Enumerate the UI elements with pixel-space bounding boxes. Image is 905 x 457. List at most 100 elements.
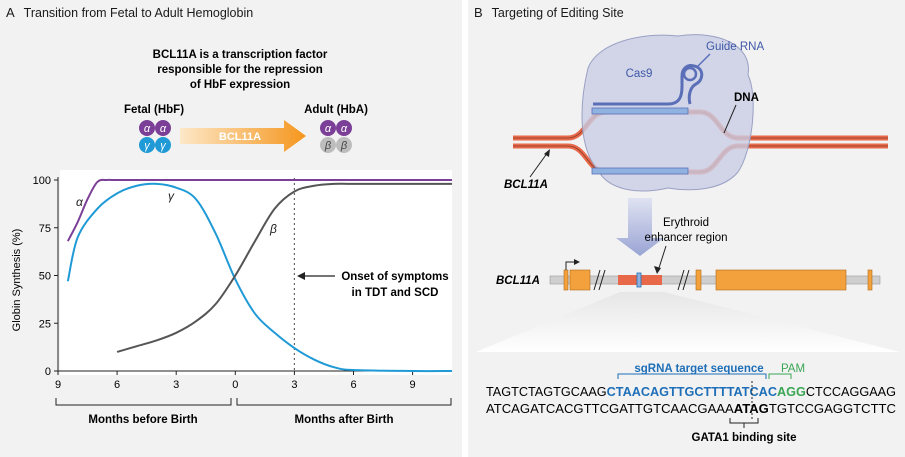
panel-b: B Targeting of Editing Site <box>468 0 905 457</box>
x-tick-label: 0 <box>232 379 238 391</box>
bcl11a-leader-line <box>529 151 549 178</box>
sequence-top-pre: TAGTCTAGTGCAAG <box>486 385 607 399</box>
gene-exon <box>867 269 873 291</box>
x-tick-label: 3 <box>291 379 297 391</box>
gene-backbone <box>549 275 881 285</box>
enhancer-label-line-1: Erythroid <box>663 217 709 229</box>
editing-site-marker <box>636 272 642 288</box>
gamma-series-label: γ <box>168 189 175 203</box>
onset-arrow-head <box>297 272 305 280</box>
x-tick-label: 6 <box>114 379 120 391</box>
guide-rna <box>593 64 704 106</box>
transcription-start-arrow <box>565 261 576 270</box>
globin-chart: 0 25 50 75 100 9 6 3 0 3 6 9 Globin Synthesis (%) <box>11 170 453 391</box>
panel-a-figure: BCL11A is a transcription factor respons… <box>11 49 453 426</box>
target-dna-segment <box>591 167 689 175</box>
fetal-hemoglobin-icon: α α γ γ <box>139 120 171 153</box>
bcl11a-dna-label: BCL11A <box>504 179 548 191</box>
alpha-subunit-circle <box>139 120 155 136</box>
panel-a-letter: A <box>6 5 15 20</box>
before-birth-bracket: Months before Birth <box>55 398 232 426</box>
enhancer-leader-arrowhead <box>654 266 661 274</box>
dna-label: DNA <box>734 92 759 104</box>
dna-leader-line <box>723 104 737 134</box>
y-tick-label: 50 <box>39 271 51 283</box>
gene-break-mark <box>593 269 601 291</box>
beta-subunit-label: β <box>324 140 332 152</box>
pam-label: PAM <box>781 363 805 375</box>
alpha-subunit-circle <box>336 120 352 136</box>
gata1-bracket <box>729 418 759 424</box>
y-tick-label: 100 <box>33 175 51 187</box>
sequence-bottom-pre: ATCAGATCACGTTCGATTGTCAACGAAA <box>486 402 734 416</box>
beta-series-label: β <box>269 222 277 236</box>
bcl11a-note-line-2: responsible for the repression <box>157 64 323 76</box>
series-line-α <box>66 178 452 242</box>
bracket-line <box>55 398 232 406</box>
y-axis-label: Globin Synthesis (%) <box>11 229 23 332</box>
bcl11a-leader-arrowhead <box>544 149 550 157</box>
enhancer-leader-line <box>657 245 667 272</box>
gene-exon <box>569 269 591 291</box>
panel-b-title: B Targeting of Editing Site <box>474 5 624 20</box>
alpha-subunit-label: α <box>341 123 348 135</box>
sgrna-bracket <box>617 373 767 379</box>
gamma-subunit-circle <box>139 137 155 153</box>
panel-b-letter: B <box>474 5 483 20</box>
series-line-β <box>116 182 452 353</box>
fetal-label: Fetal (HbF) <box>124 104 184 116</box>
guide-rna-hybrid-strand <box>591 107 689 115</box>
gene-exon <box>695 269 702 291</box>
guide-rna-loop <box>682 66 698 82</box>
bcl11a-note-line-3: of HbF expression <box>190 79 290 91</box>
plot-background <box>60 170 452 375</box>
x-tick-label: 9 <box>55 379 61 391</box>
zoom-fan <box>476 292 900 352</box>
sequence-top-post: CTCCAGGAAG <box>806 385 896 399</box>
y-axis: 0 25 50 75 100 <box>33 175 59 378</box>
onset-annotation-line-1: Onset of symptoms <box>341 271 448 283</box>
pam-bracket <box>768 373 792 379</box>
panel-a-title: A Transition from Fetal to Adult Hemoglo… <box>6 5 253 20</box>
series-lines <box>66 178 453 373</box>
alpha-series-label: α <box>76 195 84 209</box>
x-tick-label: 9 <box>410 379 416 391</box>
gene-map-label: BCL11A <box>496 275 540 287</box>
after-birth-bracket: Months after Birth <box>236 398 452 426</box>
sgrna-label: sgRNA target sequence <box>634 363 763 375</box>
enhancer-label-line-2: enhancer region <box>644 232 727 244</box>
alpha-subunit-circle <box>155 120 171 136</box>
series-line-γ <box>66 182 453 373</box>
transcription-start-arrowhead <box>574 259 580 265</box>
before-birth-label: Months before Birth <box>88 414 197 426</box>
x-tick-label: 6 <box>350 379 356 391</box>
gene-exon <box>563 269 569 291</box>
x-tick-label: 3 <box>173 379 179 391</box>
panel-a-title-text: Transition from Fetal to Adult Hemoglobi… <box>23 6 254 20</box>
y-tick-label: 25 <box>39 318 51 330</box>
adult-label: Adult (HbA) <box>304 104 368 116</box>
beta-subunit-circle <box>320 137 336 153</box>
guide-rna-label: Guide RNA <box>706 41 764 53</box>
bcl11a-arrow: BCL11A <box>180 120 306 152</box>
alpha-subunit-label: α <box>144 123 151 135</box>
onset-annotation-line-2: in TDT and SCD <box>352 287 439 299</box>
alpha-subunit-label: α <box>160 123 167 135</box>
cas9-label: Cas9 <box>626 68 653 80</box>
alpha-subunit-label: α <box>325 123 332 135</box>
beta-subunit-label: β <box>340 140 348 152</box>
alpha-subunit-circle <box>320 120 336 136</box>
gene-break-mark <box>598 269 606 291</box>
guide-rna-leader-line <box>697 53 711 67</box>
gamma-subunit-label: γ <box>144 140 151 152</box>
gene-break-mark <box>677 269 685 291</box>
y-tick-label: 0 <box>45 366 51 378</box>
beta-subunit-circle <box>336 137 352 153</box>
bcl11a-arrow-shape <box>180 120 306 152</box>
sequence-sgrna-target: CTAACAGTTGCTTTTATCAC <box>607 385 777 399</box>
y-tick-label: 75 <box>39 223 51 235</box>
panel-a: A Transition from Fetal to Adult Hemoglo… <box>0 0 462 457</box>
sequence-pam: AGG <box>777 385 806 399</box>
